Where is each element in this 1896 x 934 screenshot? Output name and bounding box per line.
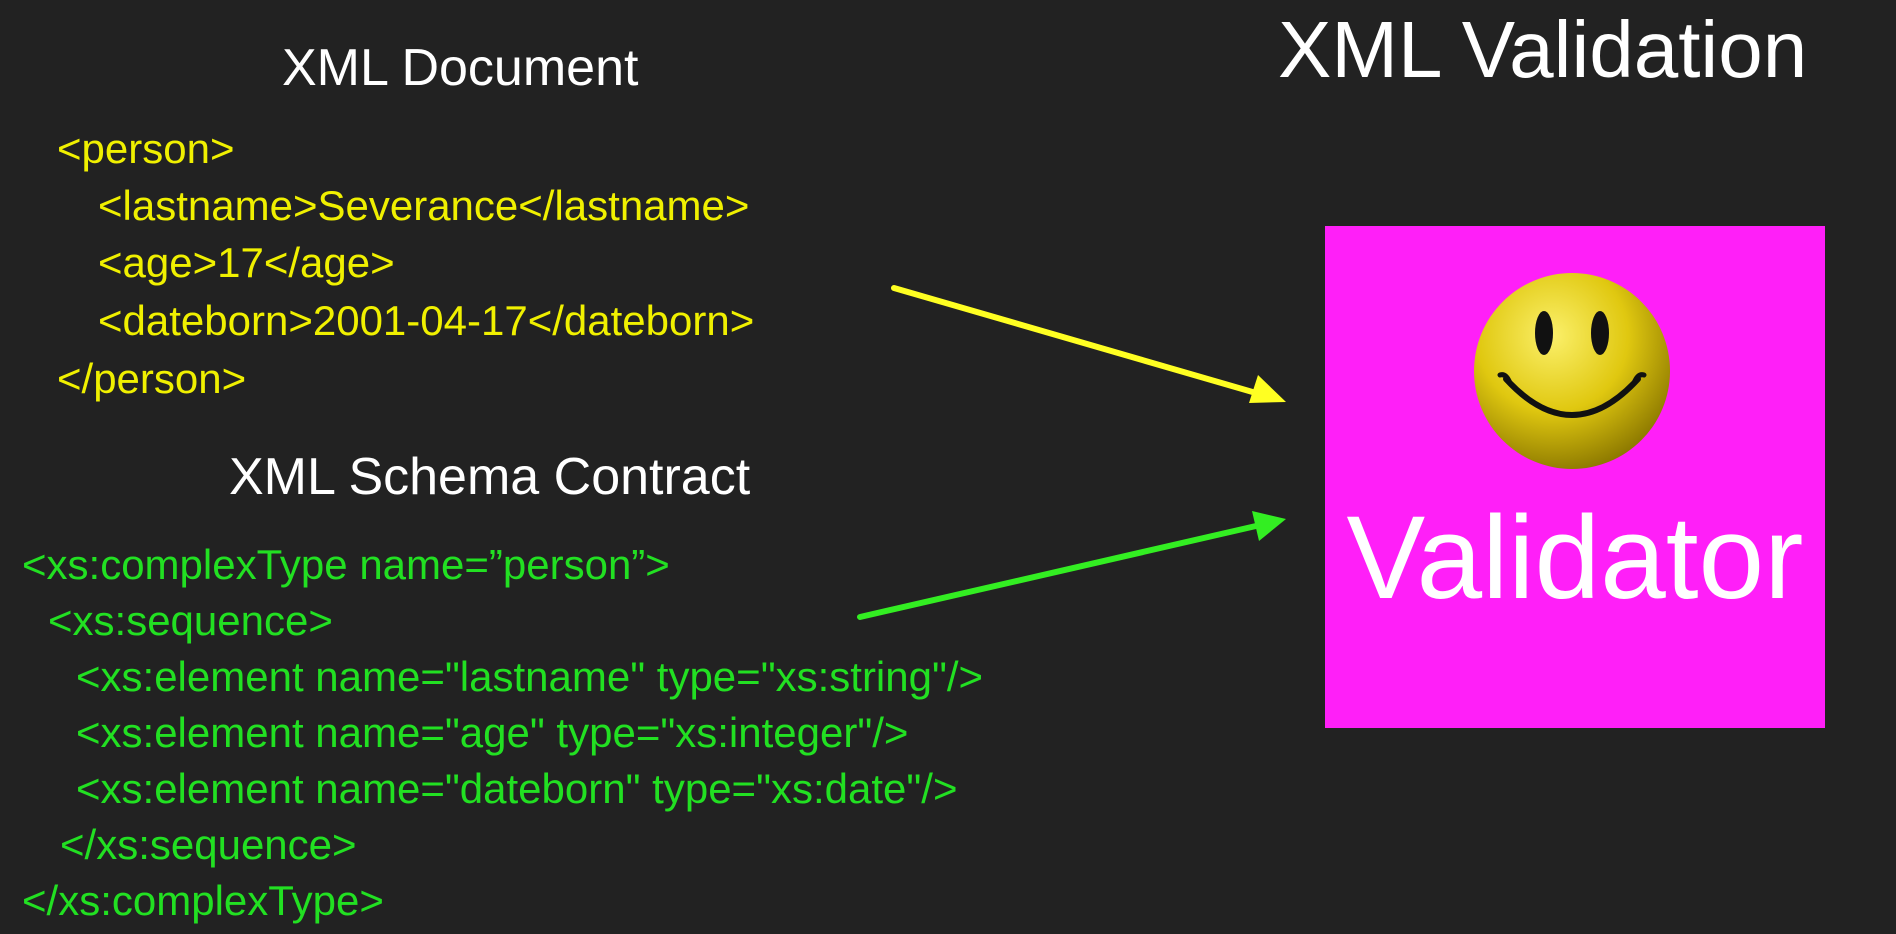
schema-line: </xs:complexType> (22, 877, 384, 924)
schema-heading: XML Schema Contract (229, 448, 751, 506)
schema-line: </xs:sequence> (60, 821, 357, 868)
slide-title: XML Validation (1278, 5, 1808, 94)
xml-line: <lastname>Severance</lastname> (98, 182, 750, 229)
validator-box: Validator (1325, 226, 1825, 728)
schema-line: <xs:element name="age" type="xs:integer"… (76, 709, 909, 756)
schema-line: <xs:element name="lastname" type="xs:str… (76, 653, 984, 700)
smiley-face-icon (1474, 273, 1670, 469)
xml-line: <dateborn>2001-04-17</dateborn> (98, 297, 755, 344)
schema-arrow (857, 511, 1286, 620)
xml-line: <person> (57, 125, 235, 172)
schema-line: <xs:sequence> (48, 597, 333, 644)
xml-line: <age>17</age> (98, 239, 395, 286)
schema-line: <xs:complexType name=”person”> (22, 541, 670, 588)
document-arrow (891, 285, 1286, 403)
validator-label: Validator (1346, 492, 1804, 624)
schema-line: <xs:element name="dateborn" type="xs:dat… (76, 765, 958, 812)
xml-line: </person> (57, 355, 247, 402)
xml-document-heading: XML Document (282, 39, 639, 97)
